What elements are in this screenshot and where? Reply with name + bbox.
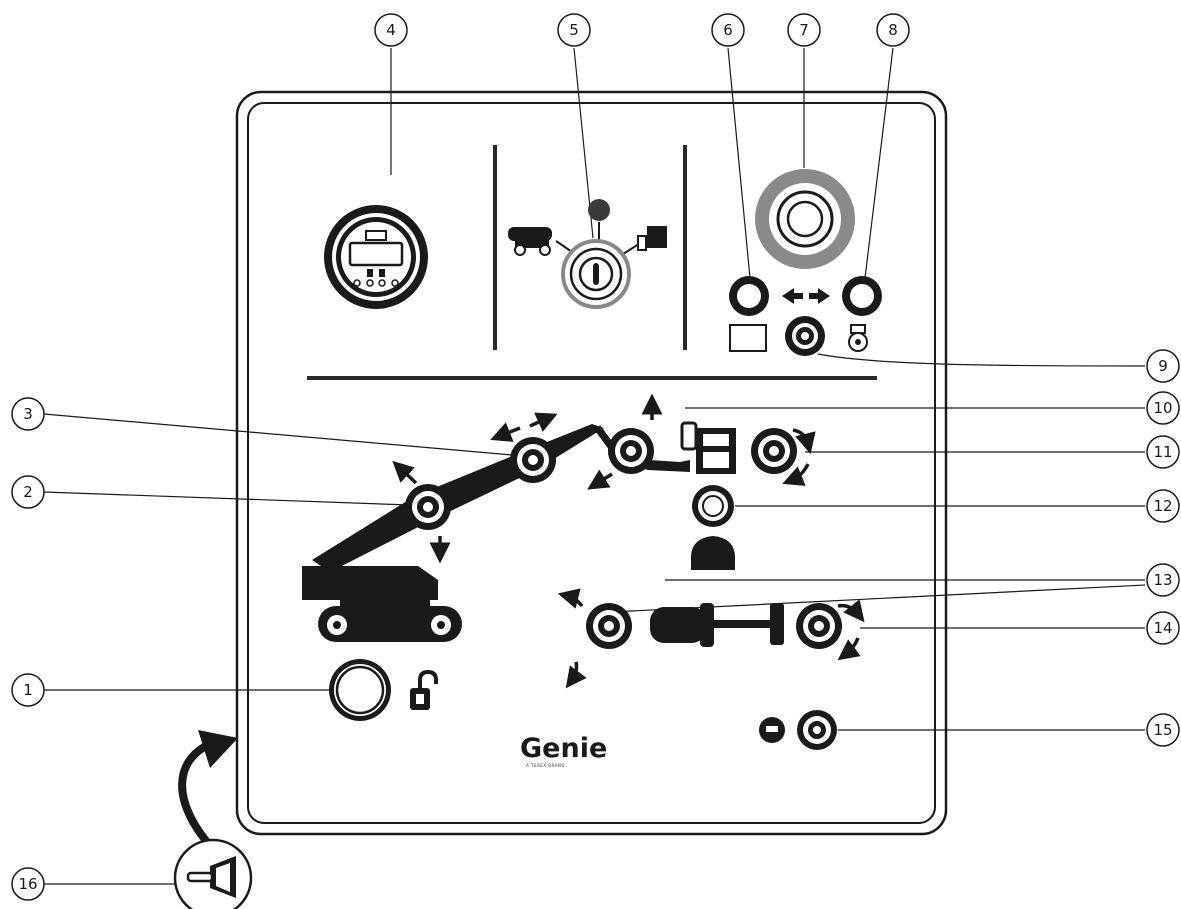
callout-11: 11 (1146, 435, 1180, 469)
circuit-breaker-icon (186, 856, 236, 898)
callout-number: 5 (569, 21, 579, 39)
turntable-rotate-switch[interactable] (586, 603, 632, 649)
callout-number: 16 (18, 875, 37, 893)
engine-start-button[interactable] (842, 276, 882, 316)
callout-circle (11, 673, 45, 707)
turntable-cw-arrow-icon (565, 661, 587, 689)
secondary-boom-retract-arrow-icon (490, 422, 521, 442)
callout-8: 8 (876, 13, 910, 47)
primary-boom-up-arrow-icon (392, 460, 418, 485)
callout-circle (1146, 489, 1180, 523)
curved-arrow-head-icon (198, 730, 238, 768)
callout-number: 3 (23, 405, 33, 423)
callout-circle (1146, 713, 1180, 747)
genie-logo: Genie A TEREX BRAND (520, 733, 607, 768)
callout-9: 9 (1146, 349, 1180, 383)
curved-arrow-icon (178, 740, 216, 851)
callout-number: 2 (23, 483, 33, 501)
turntable-rotate-icon (650, 603, 784, 647)
key-switch-platform-ground-select[interactable] (508, 199, 667, 309)
callout-number: 13 (1153, 571, 1172, 589)
callout-number: 12 (1153, 497, 1172, 515)
battery-icon (729, 324, 767, 352)
callout-number: 14 (1153, 619, 1172, 637)
key-switch-icon (593, 263, 599, 285)
hour-meter-display (324, 205, 428, 309)
callout-1: 1 (11, 673, 45, 707)
callout-2: 2 (11, 475, 45, 509)
callout-circle (1146, 611, 1180, 645)
boom-direction-arrows (392, 393, 865, 689)
platform-rotate-switch[interactable] (796, 603, 842, 649)
function-enable-switch[interactable] (785, 316, 825, 356)
callout-number: 6 (723, 21, 733, 39)
red-emergency-stop-large-button[interactable] (755, 169, 855, 269)
callout-circle (1146, 391, 1180, 425)
callout-10: 10 (1146, 391, 1180, 425)
callout-6: 6 (711, 13, 745, 47)
callout-circle (1146, 435, 1180, 469)
jib-boom-up-down-switch[interactable] (608, 428, 654, 474)
panel-dividers (307, 145, 877, 380)
platform-basket-small-icon (637, 226, 667, 251)
horn-button[interactable] (692, 485, 734, 527)
level-down-arrow-icon (782, 463, 810, 486)
primary-boom-up-down-switch[interactable] (405, 484, 451, 530)
jib-down-arrow-icon (587, 469, 613, 490)
auxiliary-power-button[interactable] (729, 276, 769, 316)
unlock-padlock-icon (410, 669, 438, 710)
callout-circle (787, 13, 821, 47)
turntable-ccw-arrow-icon (557, 588, 584, 609)
level-up-arrow-icon (792, 428, 816, 455)
rotate-cw-arrow-icon (837, 637, 861, 661)
circuit-breaker[interactable] (173, 838, 253, 909)
callout-circle (557, 13, 591, 47)
left-right-arrows-icon (782, 288, 830, 304)
red-emergency-stop-button[interactable] (329, 659, 391, 721)
callout-5: 5 (557, 13, 591, 47)
callout-number: 4 (386, 21, 396, 39)
callout-number: 15 (1153, 721, 1172, 739)
callout-circle (374, 13, 408, 47)
callout-13: 13 (1146, 563, 1180, 597)
callout-number: 7 (799, 21, 809, 39)
platform-basket-icon (680, 421, 736, 474)
callout-circle (876, 13, 910, 47)
callout-16: 16 (11, 867, 45, 901)
control-panel-frame (235, 90, 948, 836)
callout-3: 3 (11, 397, 45, 431)
callout-number: 1 (23, 681, 33, 699)
key-switch-indicator-icon (588, 199, 610, 221)
callout-12: 12 (1146, 489, 1180, 523)
callout-14: 14 (1146, 611, 1180, 645)
callout-circle (11, 397, 45, 431)
callout-number: 9 (1158, 357, 1168, 375)
callout-circle (11, 475, 45, 509)
rotate-ccw-arrow-icon (837, 599, 865, 623)
horn-bell-icon (691, 536, 735, 570)
secondary-boom-extend-arrow-icon (529, 412, 558, 432)
secondary-boom-extend-retract-switch[interactable] (510, 437, 556, 483)
boom-lift-small-icon (508, 227, 552, 256)
callout-circle (11, 867, 45, 901)
callout-circle (1146, 349, 1180, 383)
platform-level-switch[interactable] (751, 428, 797, 474)
callout-number: 11 (1153, 443, 1172, 461)
callout-4: 4 (374, 13, 408, 47)
callout-number: 10 (1153, 399, 1172, 417)
engine-icon (848, 324, 868, 352)
callout-circle (711, 13, 745, 47)
glow-plug-switch[interactable] (797, 710, 837, 750)
svg-text:Genie: Genie (520, 733, 607, 764)
callout-15: 15 (1146, 713, 1180, 747)
callout-circle (1146, 563, 1180, 597)
callout-number: 8 (888, 21, 898, 39)
glow-plug-icon (759, 717, 785, 743)
callout-7: 7 (787, 13, 821, 47)
svg-text:A TEREX BRAND: A TEREX BRAND (526, 763, 565, 768)
